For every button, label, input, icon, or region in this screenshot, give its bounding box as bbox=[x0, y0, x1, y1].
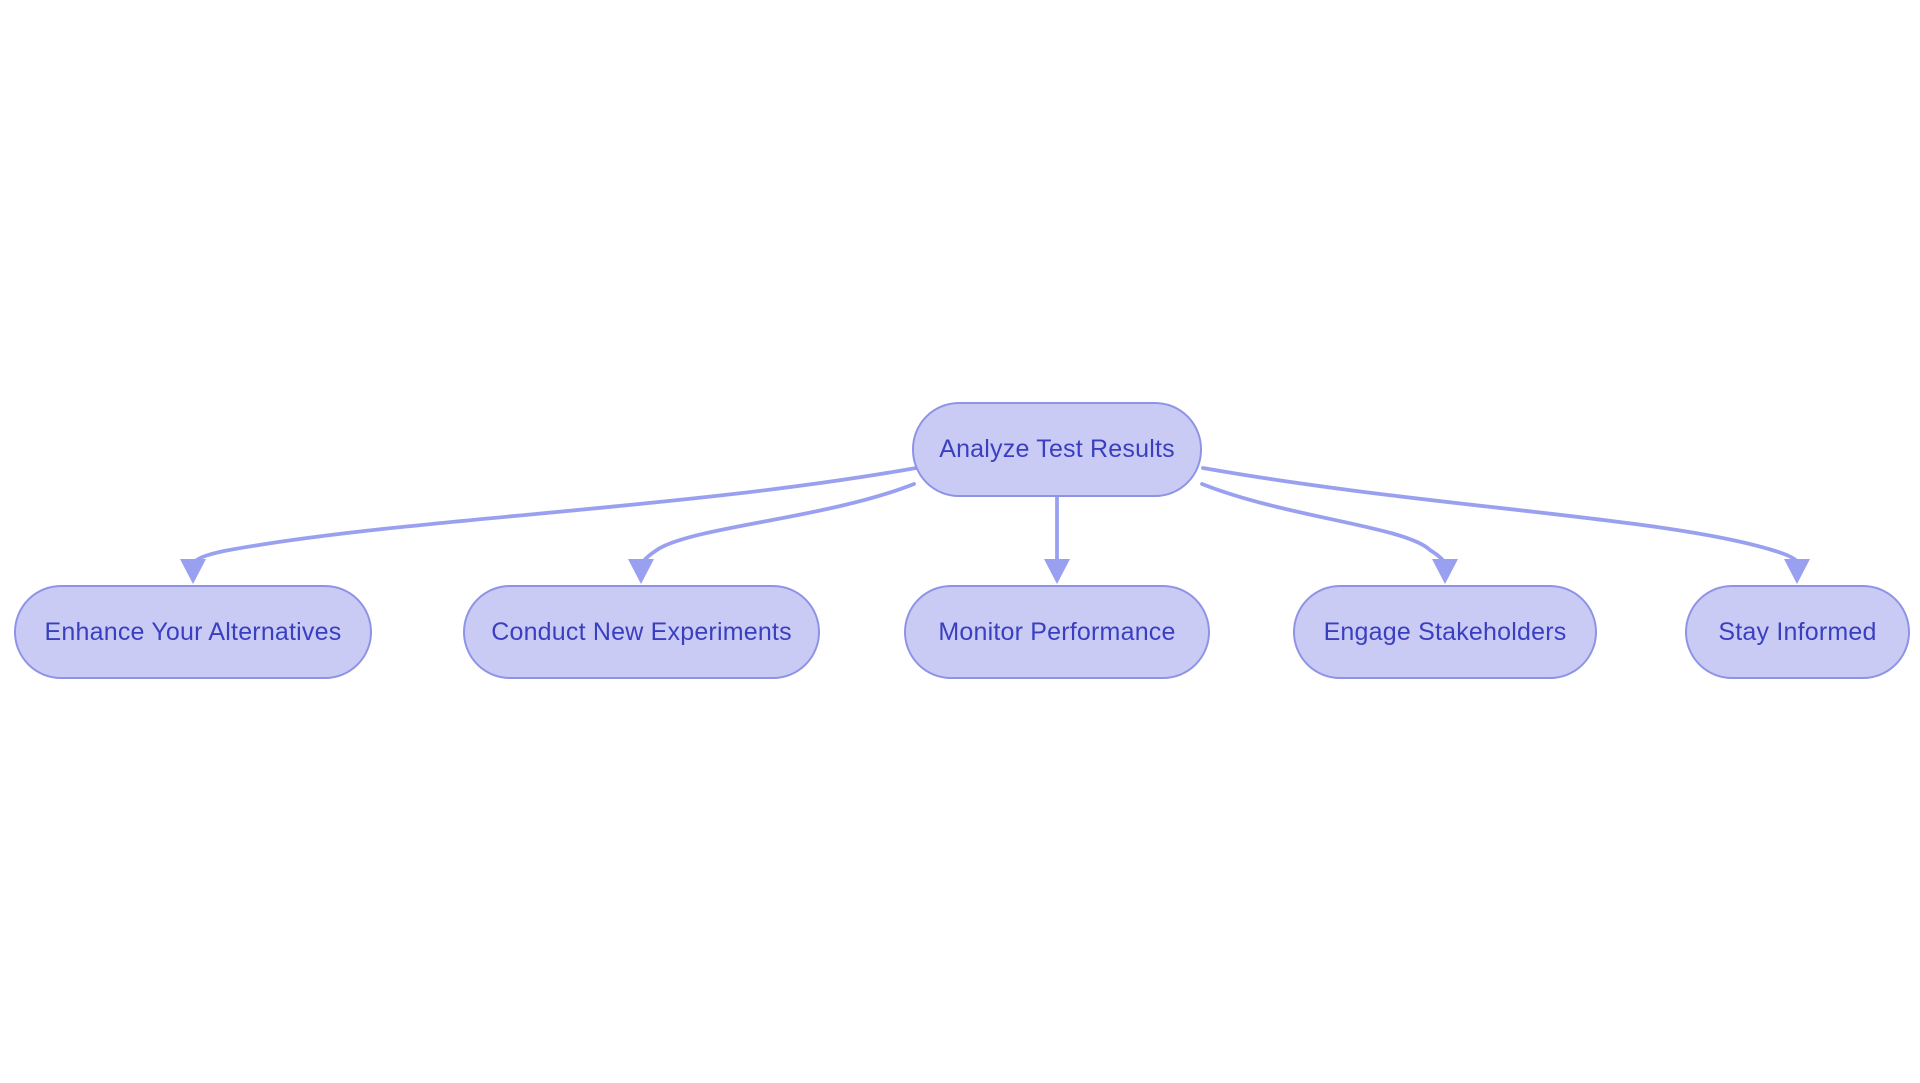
node-monitor-performance: Monitor Performance bbox=[904, 585, 1210, 679]
node-conduct-new-experiments: Conduct New Experiments bbox=[463, 585, 820, 679]
edge-root-to-stay-informed bbox=[1201, 466, 1800, 565]
node-label: Analyze Test Results bbox=[939, 435, 1175, 463]
arrowhead-engage-stakeholders-icon bbox=[1432, 559, 1458, 584]
node-analyze-test-results: Analyze Test Results bbox=[912, 402, 1202, 497]
node-label: Conduct New Experiments bbox=[491, 617, 792, 646]
edge-root-to-engage-stakeholders bbox=[1200, 482, 1447, 566]
node-engage-stakeholders: Engage Stakeholders bbox=[1293, 585, 1597, 679]
arrowhead-monitor-performance-icon bbox=[1044, 559, 1070, 584]
arrowhead-stay-informed-icon bbox=[1784, 559, 1810, 584]
node-label: Enhance Your Alternatives bbox=[44, 617, 342, 646]
node-label: Stay Informed bbox=[1718, 617, 1877, 646]
node-label: Monitor Performance bbox=[938, 617, 1176, 646]
node-stay-informed: Stay Informed bbox=[1685, 585, 1910, 679]
edge-root-to-enhance-your-alternatives bbox=[192, 466, 918, 565]
arrowhead-conduct-new-experiments-icon bbox=[628, 559, 654, 584]
node-enhance-your-alternatives: Enhance Your Alternatives bbox=[14, 585, 372, 679]
edge-root-to-conduct-new-experiments bbox=[640, 482, 916, 566]
arrowhead-enhance-your-alternatives-icon bbox=[180, 559, 206, 584]
node-label: Engage Stakeholders bbox=[1323, 617, 1567, 646]
